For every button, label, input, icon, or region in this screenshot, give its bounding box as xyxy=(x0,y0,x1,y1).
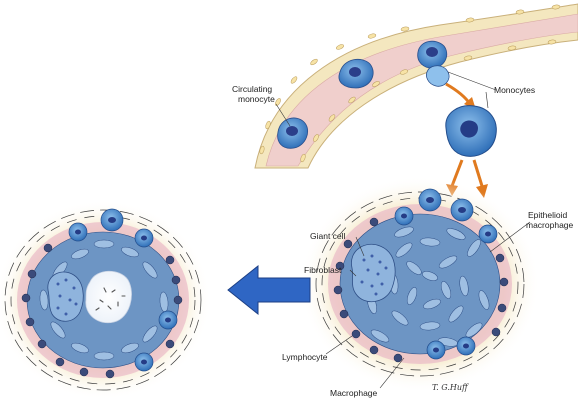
label-epithelioid-macrophage: Epithelioid macrophage xyxy=(526,210,574,230)
migration-arrow xyxy=(445,82,472,105)
left-giant-cell xyxy=(47,271,84,322)
label-giant-cell: Giant cell xyxy=(310,231,346,241)
endothelial-cells xyxy=(259,4,561,163)
necrotic-center xyxy=(85,270,132,324)
progression-arrow xyxy=(227,264,311,316)
right-lymphocytes xyxy=(333,217,509,363)
label-macrophage: Macrophage xyxy=(330,388,378,398)
label-fibroblast: Fibroblast xyxy=(304,265,342,275)
right-giant-cell xyxy=(351,243,396,302)
right-granuloma xyxy=(300,176,540,392)
left-lymphocytes xyxy=(21,243,183,379)
vessel-monocyte-1 xyxy=(277,117,308,149)
leader-lines xyxy=(275,71,531,389)
artist-signature: T. G.Huff xyxy=(432,383,469,392)
label-circulating-monocyte: Circulating monocyte xyxy=(232,84,275,104)
vessel-monocyte-2 xyxy=(338,58,374,89)
left-granuloma xyxy=(0,200,211,400)
blood-vessel xyxy=(254,3,578,169)
emigrating-monocyte xyxy=(426,65,450,87)
right-macrophages xyxy=(394,188,498,360)
arrow-down-right xyxy=(472,159,484,187)
tissue-monocyte xyxy=(445,105,497,157)
label-lymphocyte: Lymphocyte xyxy=(282,352,328,362)
label-monocytes: Monocytes xyxy=(494,85,535,95)
vessel-monocyte-3 xyxy=(417,40,448,69)
left-macrophages xyxy=(68,208,178,372)
